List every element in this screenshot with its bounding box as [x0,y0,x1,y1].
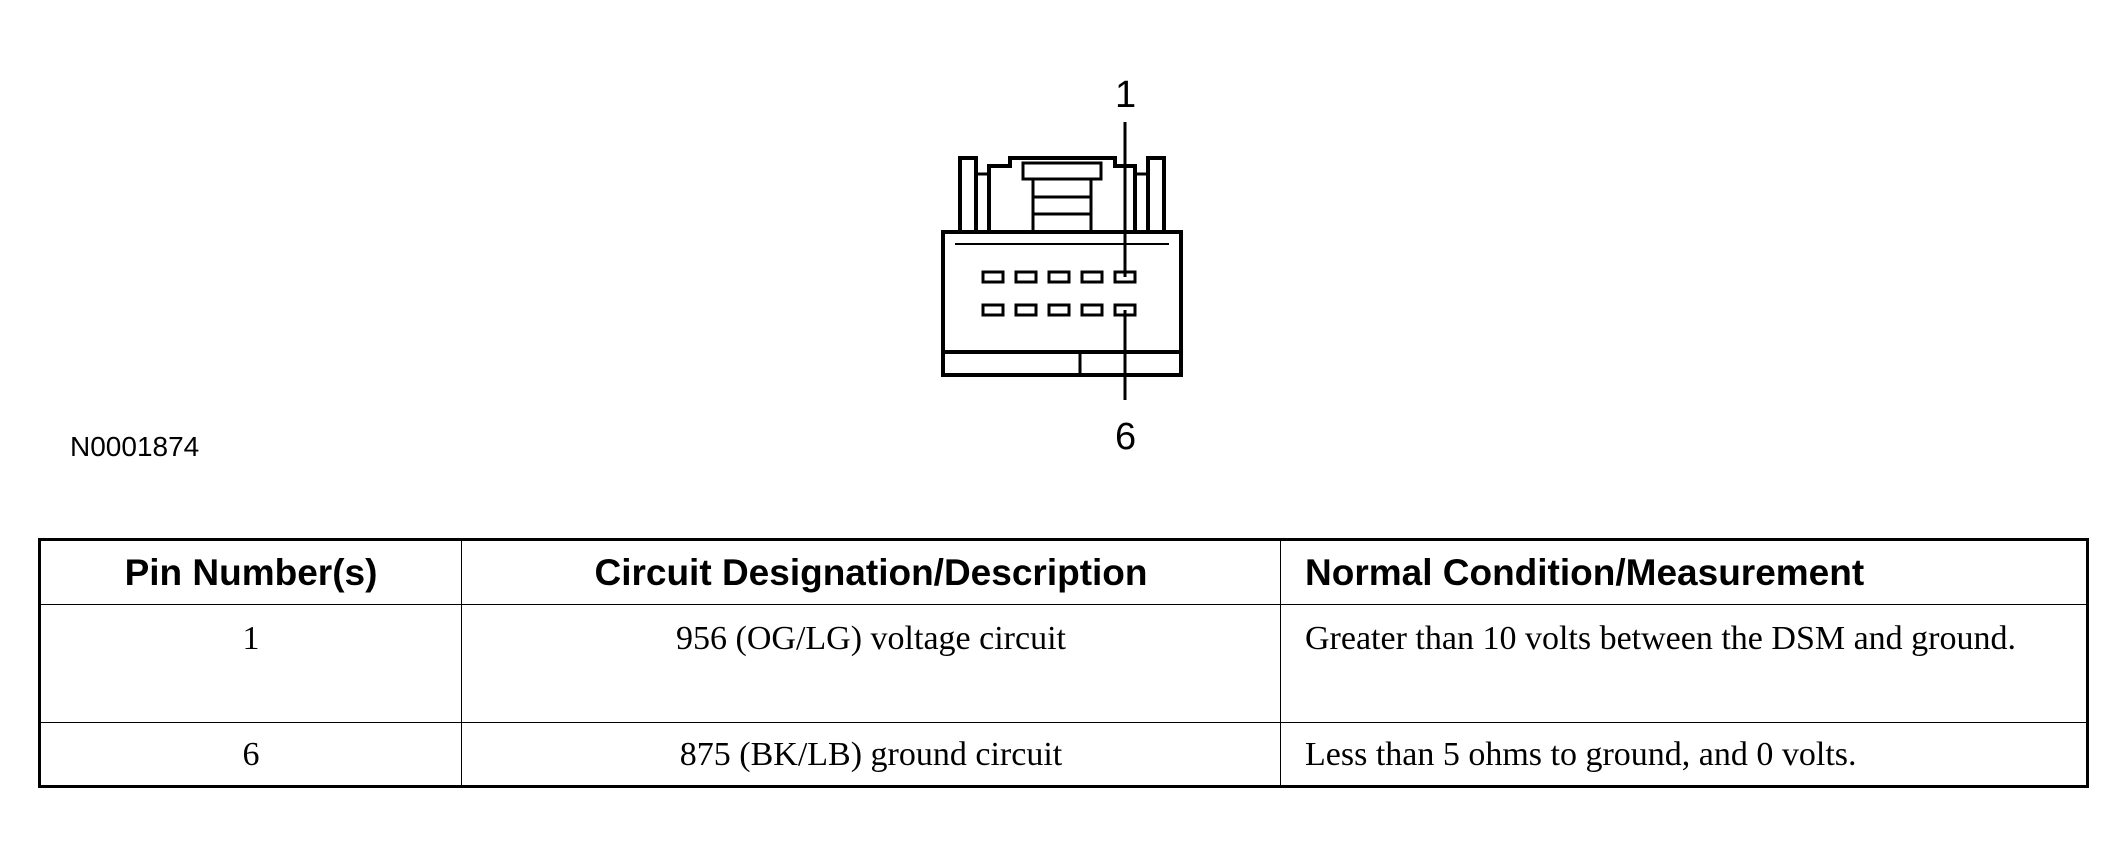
callout-label-bottom: 6 [1115,416,1137,458]
pin-cell: 1 [39,604,462,723]
table-row: 1 956 (OG/LG) voltage circuit Greater th… [39,604,2088,723]
table-row: 6 875 (BK/LB) ground circuit Less than 5… [39,722,2088,787]
pin-cavity [1014,270,1038,284]
pin-cavity [1047,303,1071,317]
pin-cavity [981,270,1005,284]
table-header-row: Pin Number(s) Circuit Designation/Descri… [39,539,2088,605]
header-condition: Normal Condition/Measurement [1280,539,2088,605]
connector-diagram [941,122,1183,400]
circuit-cell: 956 (OG/LG) voltage circuit [461,604,1281,723]
pin-cavity [981,303,1005,317]
pin-cavities [981,270,1137,317]
header-pin-number: Pin Number(s) [39,539,462,605]
header-circuit: Circuit Designation/Description [461,539,1281,605]
pin-cavity [1047,270,1071,284]
figure-id: N0001874 [70,431,200,462]
center-lock [987,156,1137,232]
condition-cell: Greater than 10 volts between the DSM an… [1280,604,2088,723]
right-latch [1146,156,1166,232]
pin-cell: 6 [39,722,462,787]
callout-label-top: 1 [1115,74,1137,116]
left-latch [958,156,978,232]
pin-cavity [1080,270,1104,284]
pin-cavity [1080,303,1104,317]
connector-housing [941,156,1183,377]
circuit-cell: 875 (BK/LB) ground circuit [461,722,1281,787]
pin-cavity [1014,303,1038,317]
condition-cell: Less than 5 ohms to ground, and 0 volts. [1280,722,2088,787]
pin-table: Pin Number(s) Circuit Designation/Descri… [38,538,2089,788]
